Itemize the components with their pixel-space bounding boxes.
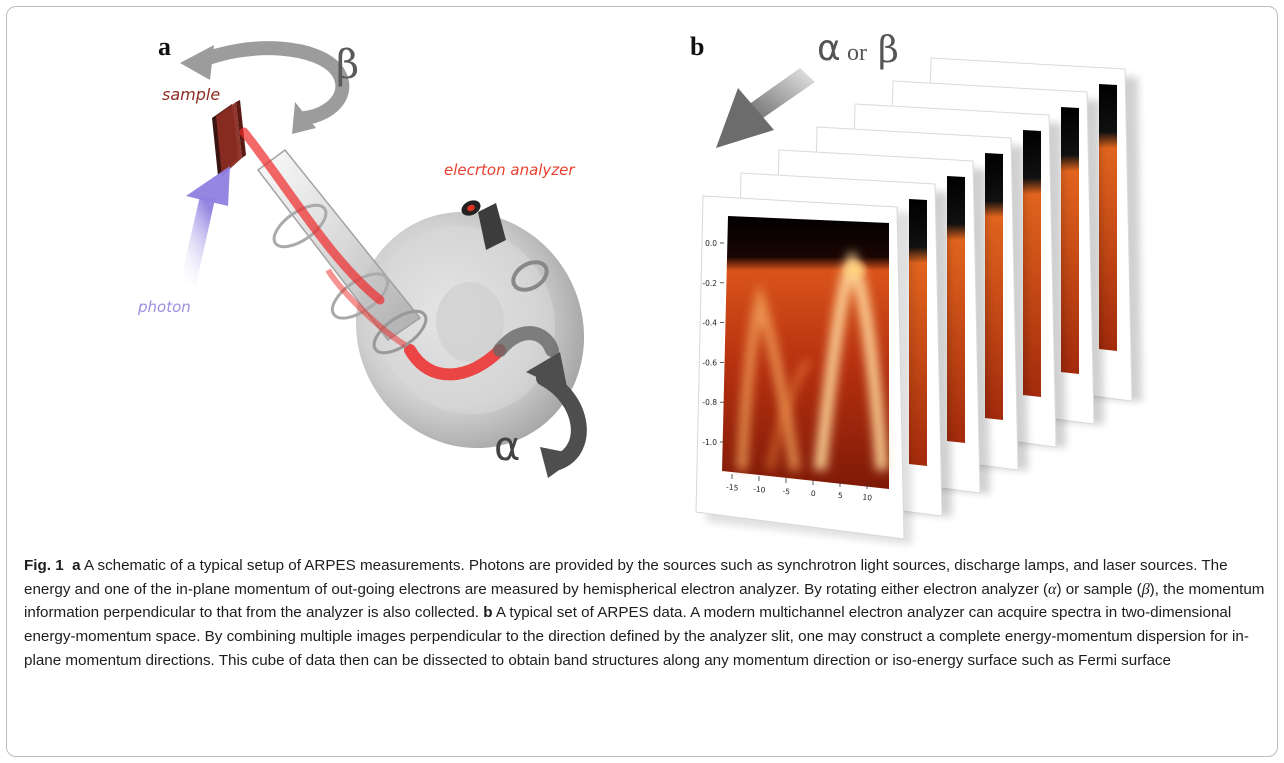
- analyzer-label: elecrton analyzer: [444, 161, 575, 179]
- front-data-sheet: 0.0 -0.2 -0.4 -0.6 -0.8 -1.0 -15 -10 -5 0 5 10: [695, 195, 912, 545]
- stack-beta-symbol: β: [878, 30, 899, 71]
- y-tick-label: -1.0: [702, 438, 717, 447]
- figure-caption: Fig. 1 a A schematic of a typical setup …: [24, 554, 1270, 673]
- x-tick-label: -15: [726, 482, 739, 492]
- stack-direction-arrow: [716, 68, 815, 148]
- panel-a-label: a: [158, 32, 171, 61]
- y-tick-label: -0.8: [702, 398, 717, 407]
- alpha-rotation-arrow: [526, 352, 587, 478]
- caption-alpha: α: [1048, 580, 1057, 598]
- sample-plate: [212, 100, 246, 176]
- electron-lens-tube: [239, 127, 428, 355]
- photon-arrow: [180, 166, 230, 285]
- y-tick-label: 0.0: [705, 239, 717, 248]
- caption-beta: β: [1141, 580, 1150, 598]
- x-tick-label: 5: [837, 491, 843, 500]
- figure-frame: [6, 6, 1278, 757]
- caption-part4: A typical set of ARPES data. A modern mu…: [24, 604, 1249, 669]
- photon-label: photon: [137, 298, 191, 316]
- y-axis-ticks: 0.0 -0.2 -0.4 -0.6 -0.8 -1.0: [702, 239, 724, 447]
- x-tick-label: -10: [753, 484, 766, 494]
- front-spectrum-image: [722, 216, 889, 489]
- hemispherical-analyzer: [355, 211, 585, 449]
- beta-rotation-arrow: [180, 41, 350, 134]
- y-tick-label: -0.2: [702, 279, 717, 288]
- x-tick-label: -5: [782, 487, 791, 497]
- alpha-symbol: α: [494, 424, 520, 470]
- caption-part2: ) or sample (: [1056, 580, 1142, 598]
- caption-part1: A schematic of a typical setup of ARPES …: [24, 557, 1228, 598]
- x-axis-ticks: -15 -10 -5 0 5 10: [726, 474, 873, 503]
- stack-or-text: or: [847, 40, 867, 66]
- caption-b-label: b: [483, 604, 493, 622]
- beta-symbol: β: [336, 42, 359, 88]
- caption-a-label: a: [72, 557, 81, 574]
- caption-fig-label: Fig. 1: [24, 557, 64, 574]
- panel-b-label: b: [690, 32, 704, 61]
- x-tick-label: 10: [862, 493, 873, 503]
- y-tick-label: -0.4: [702, 319, 717, 328]
- stack-alpha-symbol: α: [817, 28, 841, 69]
- caption-part3: ), the momentum information perpendicula…: [24, 580, 1265, 622]
- x-tick-label: 0: [810, 489, 816, 498]
- y-tick-label: -0.6: [702, 358, 717, 367]
- sample-label: sample: [162, 85, 220, 104]
- detector-camera: [461, 200, 506, 250]
